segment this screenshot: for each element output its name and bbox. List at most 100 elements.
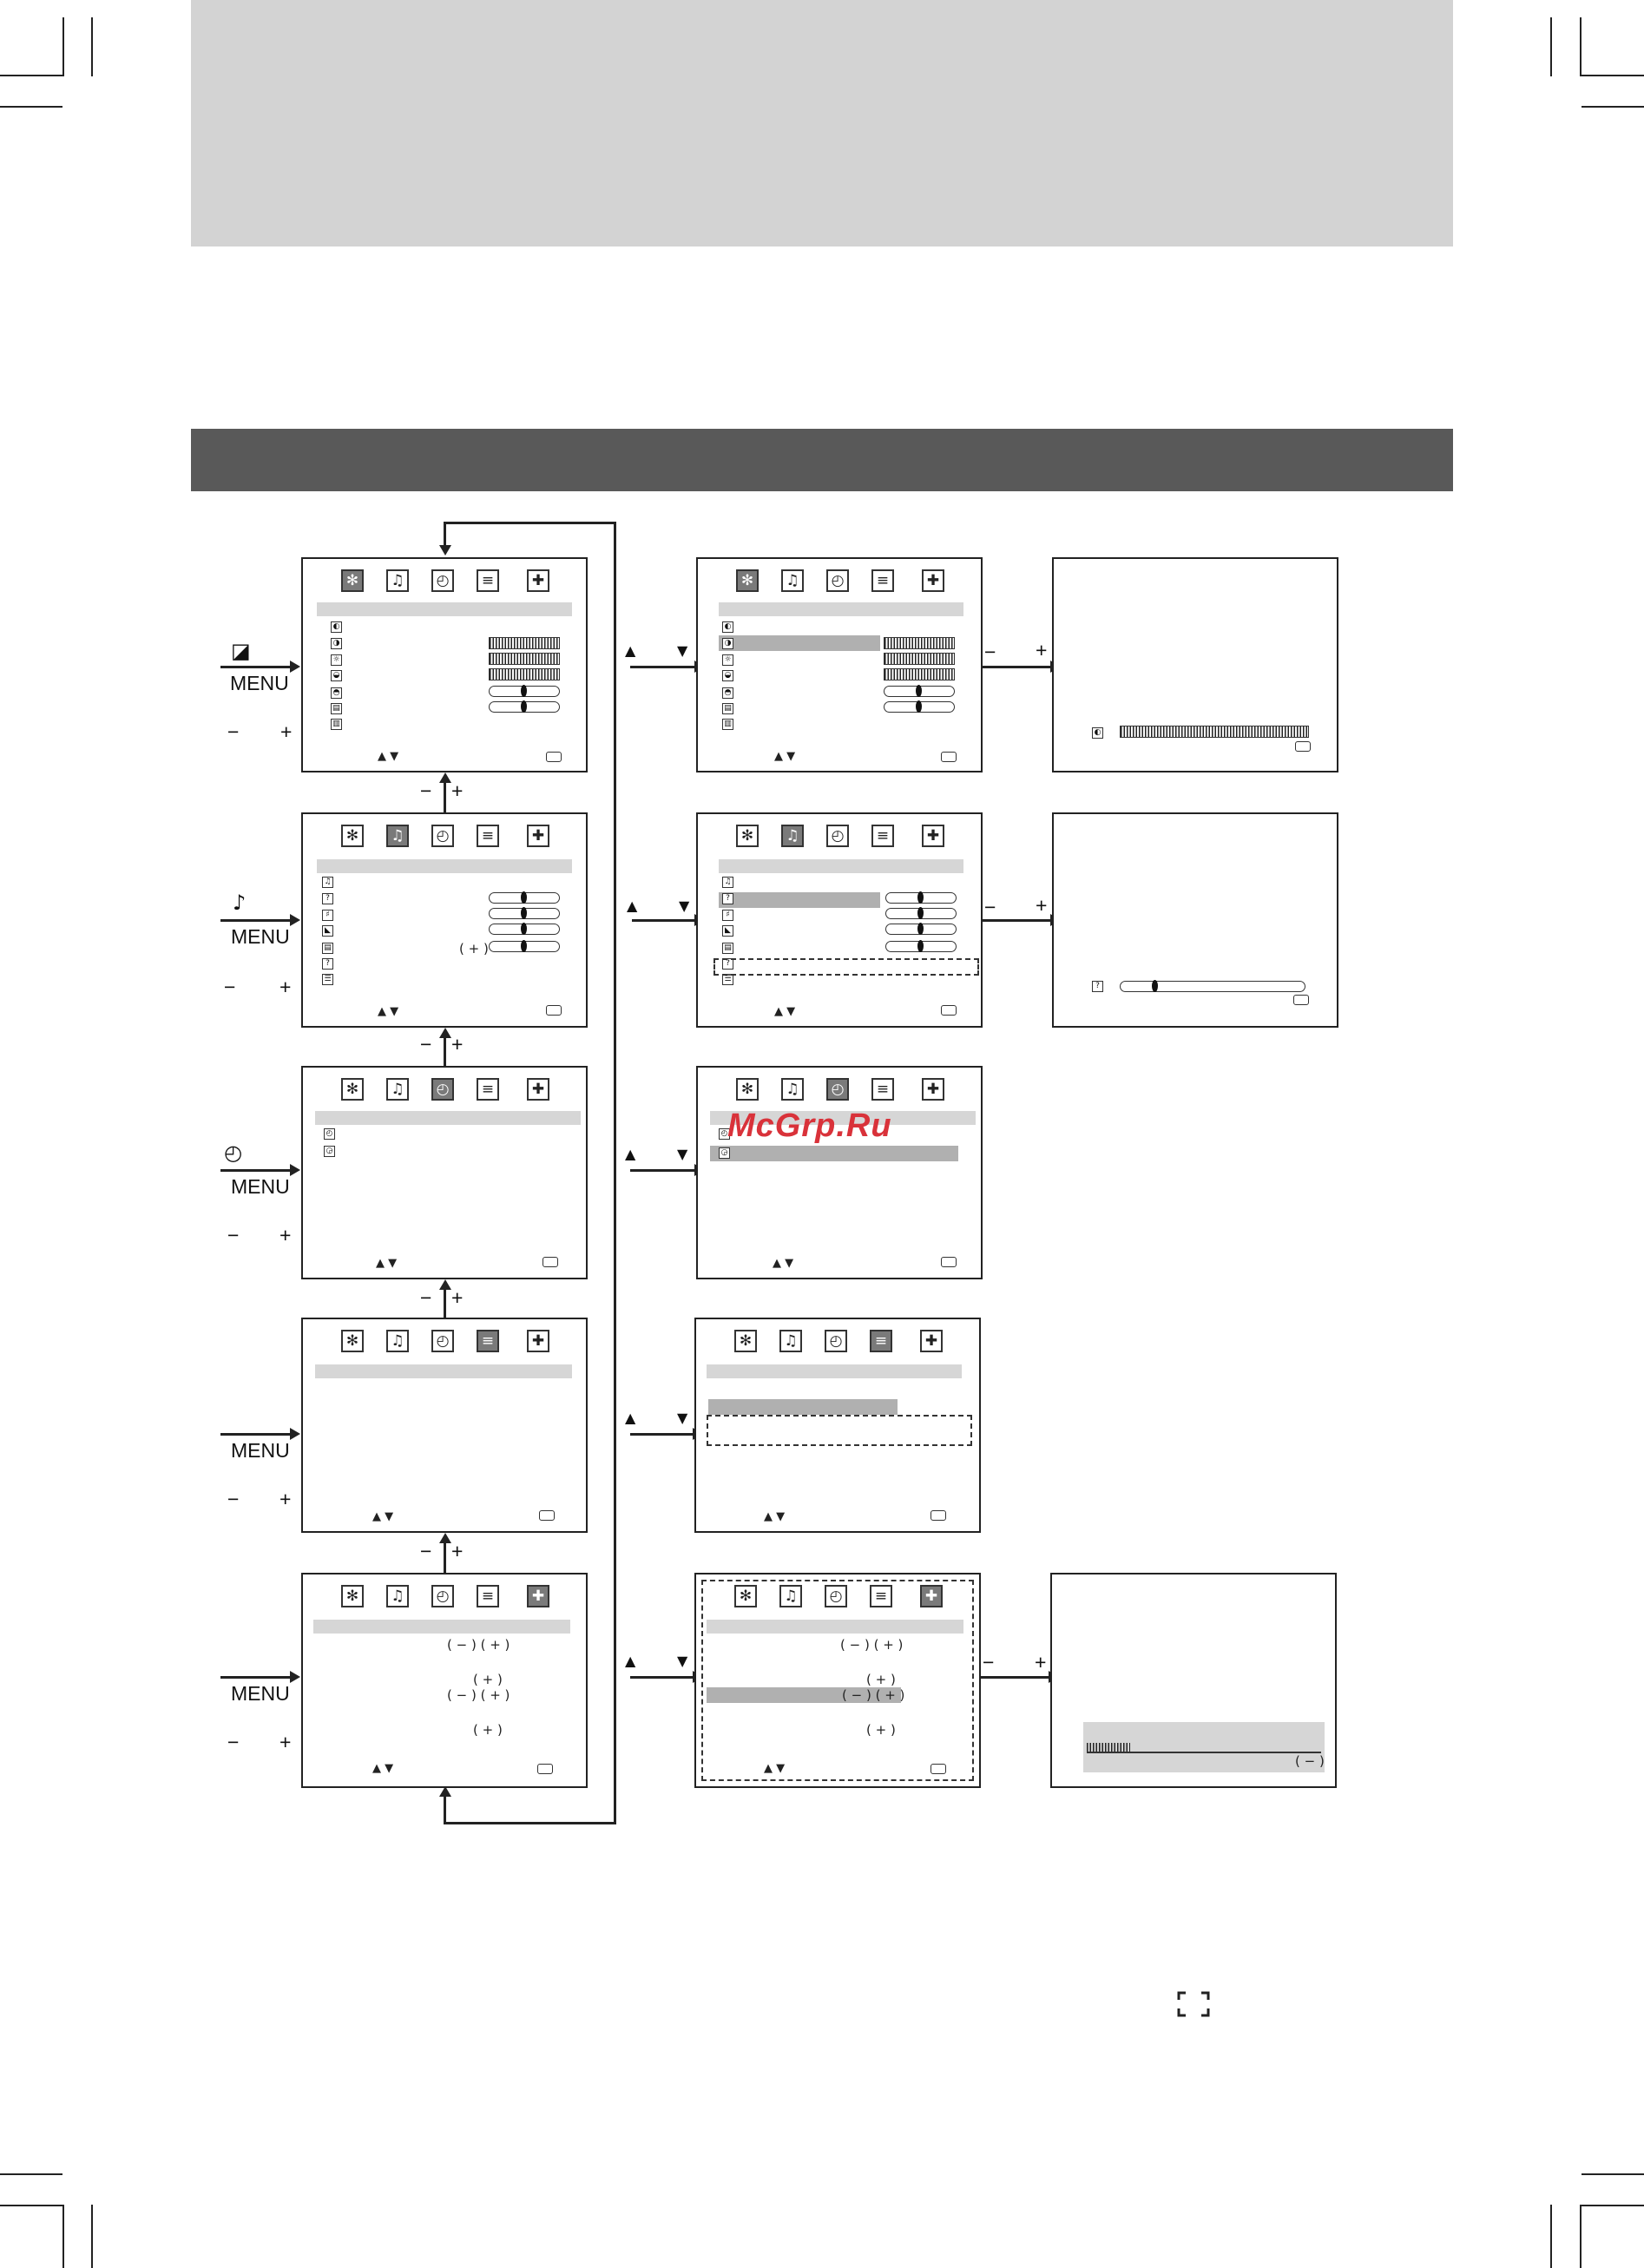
- arrow-head: [439, 1533, 451, 1543]
- center-slider: [489, 940, 560, 952]
- level-bar: [884, 668, 955, 680]
- feature-tab-icon: ✚: [920, 1585, 943, 1607]
- timer-tab-icon: ◴: [826, 569, 849, 592]
- arrow-head: [439, 1786, 451, 1797]
- picture-tab-icon: ✻: [736, 569, 759, 592]
- step-arrow: [630, 1433, 694, 1436]
- up-arrow-label: ▲: [627, 897, 638, 914]
- center-slider: [489, 700, 560, 713]
- menu-item-icon: ♯: [322, 910, 333, 921]
- feature-adjust-screen: ( − ): [1050, 1573, 1337, 1788]
- up-arrow-label: ▲: [625, 642, 636, 659]
- menu-title-band: [707, 1364, 962, 1378]
- plus-label: +: [279, 976, 292, 998]
- ok-icon: [546, 752, 562, 762]
- picture-tab-icon: ✻: [341, 825, 364, 847]
- step-arrow: [632, 919, 696, 922]
- menu-item-icon: ?: [722, 893, 733, 904]
- loop-line-right: [614, 522, 616, 1824]
- menu-connector: [444, 1286, 446, 1328]
- menu-label: MENU: [231, 1439, 290, 1462]
- plus-label: +: [1035, 1651, 1047, 1673]
- sound-item-icon: ?: [1092, 981, 1103, 992]
- menu-connector: [444, 779, 446, 821]
- plus-label: +: [1036, 639, 1048, 661]
- crop-mark: [0, 75, 62, 76]
- watermark: McGrp.Ru: [727, 1108, 892, 1144]
- menu-item-icon: ♫: [722, 877, 733, 888]
- step-arrow: [630, 1676, 694, 1679]
- menu-item-icon: ?: [322, 958, 333, 970]
- plus-label: +: [279, 1488, 292, 1510]
- picture-tab-icon: ✻: [341, 1078, 364, 1101]
- sound-menu-selected-screen: ✻ ♫ ◴ ≡ ✚ ♫ ? ♯ ◣ ▤ ? ☰ ▲ ▼: [696, 812, 983, 1028]
- setup-tab-icon: ≡: [870, 1585, 892, 1607]
- level-bar: [489, 653, 560, 665]
- adjust-track: [1087, 1752, 1321, 1753]
- menu-title-band: [315, 1364, 572, 1378]
- menu-item-icon: ▤: [331, 703, 342, 714]
- center-slider: [885, 923, 957, 935]
- arrow-head: [290, 1164, 300, 1176]
- feature-tab-icon: ✚: [527, 825, 549, 847]
- menu-item-icon: ◒: [722, 670, 733, 681]
- feature-menu-selected-screen: ✻ ♫ ◴ ≡ ✚ ( − ) ( + ) ( + ) ( − ) ( + ) …: [694, 1573, 981, 1788]
- minus-label: −: [420, 779, 432, 802]
- menu-item-icon: ▥: [331, 719, 342, 730]
- crop-mark: [0, 2205, 62, 2206]
- setup-tab-icon: ≡: [477, 1330, 499, 1352]
- minus-label: −: [420, 1540, 432, 1562]
- menu-item-icon: ☰: [322, 974, 333, 985]
- sound-tab-icon: ♫: [781, 825, 804, 847]
- picture-adjust-screen: ◐: [1052, 557, 1338, 772]
- crop-mark: [91, 2205, 93, 2268]
- menu-item-icon: ♫: [322, 877, 333, 888]
- menu-title-band: [313, 1620, 570, 1634]
- highlight-row: [707, 1687, 901, 1703]
- crop-mark: [62, 2205, 64, 2268]
- menu-item-icon: ▤: [722, 943, 733, 954]
- setup-tab-icon: ≡: [870, 1330, 892, 1352]
- picture-tab-icon: ✻: [341, 1585, 364, 1607]
- arrow-head: [290, 1671, 300, 1683]
- timer-tab-icon: ◴: [825, 1585, 847, 1607]
- arrow-head: [439, 772, 451, 783]
- loop-line-top-drop: [444, 522, 446, 548]
- picture-menu-selected-screen: ✻ ♫ ◴ ≡ ✚ ◐ ◑ ☼ ◒ ◓ ▤ ▥ ▲ ▼: [696, 557, 983, 772]
- feature-tab-icon: ✚: [922, 569, 944, 592]
- crop-mark: [91, 17, 93, 76]
- plus-label: +: [280, 720, 293, 743]
- menu-label: MENU: [230, 672, 289, 694]
- picture-tab-icon: ✻: [734, 1585, 757, 1607]
- up-down-hint: ▲ ▼: [764, 1510, 786, 1523]
- feature-tab-icon: ✚: [527, 1078, 549, 1101]
- picture-tab-icon: ✻: [341, 569, 364, 592]
- feature-menu-screen: ✻ ♫ ◴ ≡ ✚ ( − ) ( + ) ( + ) ( − ) ( + ) …: [301, 1573, 588, 1788]
- ok-icon: [543, 1257, 558, 1267]
- menu-item-icon: ◒: [331, 670, 342, 681]
- input-arrow: [220, 1433, 292, 1436]
- menu-item-icon: ▥: [722, 719, 733, 730]
- up-down-hint: ▲ ▼: [376, 1257, 398, 1270]
- clock-icon: ◴: [224, 1141, 242, 1165]
- up-down-hint: ▲ ▼: [773, 1257, 794, 1270]
- crop-mark: [1582, 2205, 1644, 2206]
- menu-item-icon: ♯: [722, 910, 733, 921]
- crop-mark: [1582, 106, 1644, 108]
- ok-icon: [1293, 995, 1309, 1005]
- up-arrow-label: ▲: [625, 1410, 636, 1426]
- ok-icon: [931, 1764, 946, 1774]
- center-slider: [885, 907, 957, 919]
- highlight-row: [708, 1399, 898, 1415]
- minus-label: −: [984, 896, 996, 918]
- highlight-row: [719, 892, 880, 908]
- dashed-selection: [707, 1415, 972, 1446]
- crop-mark: [0, 2173, 62, 2175]
- menu-title-band: [707, 1620, 963, 1634]
- arrow-head: [290, 914, 300, 926]
- ok-icon: [941, 1257, 957, 1267]
- menu-item-icon: ◣: [722, 925, 733, 937]
- setup-tab-icon: ≡: [477, 825, 499, 847]
- menu-item-icon: ◑: [331, 638, 342, 649]
- center-slider: [489, 685, 560, 697]
